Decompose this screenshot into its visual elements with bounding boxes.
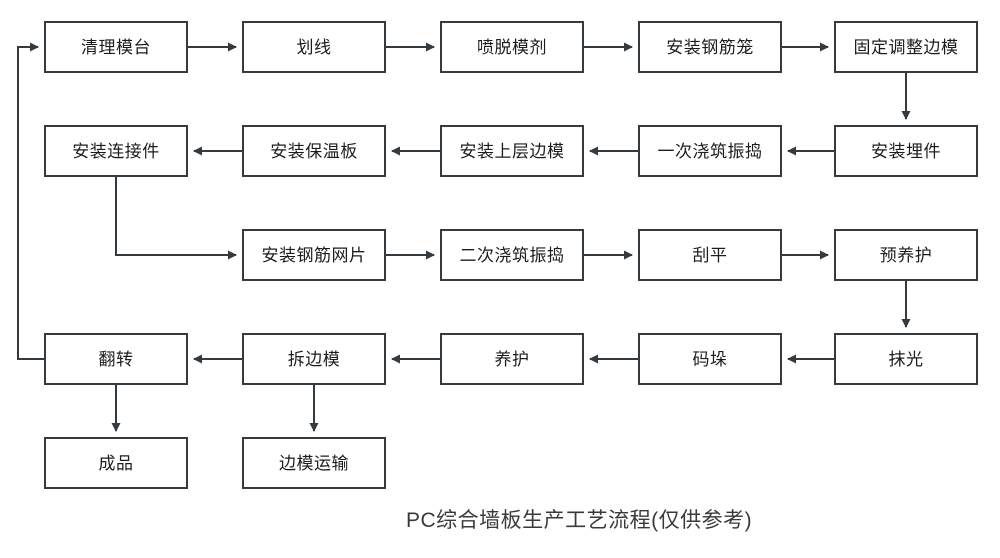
process-box-label: 安装保温板 bbox=[270, 141, 358, 161]
process-box-troweling[interactable]: 抹光 bbox=[834, 333, 978, 385]
process-box-label: 安装上层边模 bbox=[459, 141, 565, 161]
process-box-label: 安装连接件 bbox=[72, 141, 160, 161]
process-box-side-mold-transport[interactable]: 边模运输 bbox=[242, 437, 386, 489]
process-box-label: 预养护 bbox=[879, 245, 933, 265]
process-box-install-connectors[interactable]: 安装连接件 bbox=[44, 125, 188, 177]
process-box-screeding[interactable]: 刮平 bbox=[638, 229, 782, 281]
process-box-clean-mold-table[interactable]: 清理模台 bbox=[44, 21, 188, 73]
process-box-install-insulation-board[interactable]: 安装保温板 bbox=[242, 125, 386, 177]
process-box-label: 边模运输 bbox=[279, 453, 349, 473]
diagram-caption: PC综合墙板生产工艺流程(仅供参考) bbox=[406, 509, 753, 532]
edge-turnover-loop-to-clean bbox=[17, 42, 44, 360]
process-box-install-upper-side-mold[interactable]: 安装上层边模 bbox=[440, 125, 584, 177]
process-box-label: 划线 bbox=[296, 37, 332, 57]
process-box-stacking[interactable]: 码垛 bbox=[638, 333, 782, 385]
process-box-label: 安装钢筋网片 bbox=[261, 245, 367, 265]
process-box-install-rebar-cage[interactable]: 安装钢筋笼 bbox=[638, 21, 782, 73]
process-box-label: 刮平 bbox=[692, 245, 728, 265]
process-box-label: 清理模台 bbox=[81, 37, 151, 57]
process-box-turn-over[interactable]: 翻转 bbox=[44, 333, 188, 385]
edge-connectors-to-rebar-mesh bbox=[115, 177, 237, 260]
process-box-curing[interactable]: 养护 bbox=[440, 333, 584, 385]
process-box-label: 二次浇筑振捣 bbox=[459, 245, 565, 265]
process-box-label: 养护 bbox=[494, 349, 530, 369]
process-box-pre-curing[interactable]: 预养护 bbox=[834, 229, 978, 281]
process-box-fix-adjust-side-mold[interactable]: 固定调整边模 bbox=[834, 21, 978, 73]
process-box-second-pour-vibrate[interactable]: 二次浇筑振捣 bbox=[440, 229, 584, 281]
process-box-label: 安装埋件 bbox=[871, 141, 941, 161]
process-box-spray-release-agent[interactable]: 喷脱模剂 bbox=[440, 21, 584, 73]
process-box-install-rebar-mesh[interactable]: 安装钢筋网片 bbox=[242, 229, 386, 281]
process-box-finished-product[interactable]: 成品 bbox=[44, 437, 188, 489]
process-box-first-pour-vibrate[interactable]: 一次浇筑振捣 bbox=[638, 125, 782, 177]
process-box-demold-side-mold[interactable]: 拆边模 bbox=[242, 333, 386, 385]
process-box-label: 拆边模 bbox=[287, 349, 341, 369]
process-box-label: 抹光 bbox=[888, 349, 924, 369]
process-box-label: 安装钢筋笼 bbox=[666, 37, 754, 57]
process-box-label: 固定调整边模 bbox=[853, 37, 959, 57]
process-box-label: 喷脱模剂 bbox=[477, 37, 547, 57]
process-box-marking[interactable]: 划线 bbox=[242, 21, 386, 73]
process-box-label: 码垛 bbox=[692, 349, 728, 369]
process-box-label: 翻转 bbox=[98, 349, 134, 369]
process-box-install-embedded-parts[interactable]: 安装埋件 bbox=[834, 125, 978, 177]
process-box-label: 成品 bbox=[98, 453, 134, 473]
process-box-label: 一次浇筑振捣 bbox=[657, 141, 763, 161]
